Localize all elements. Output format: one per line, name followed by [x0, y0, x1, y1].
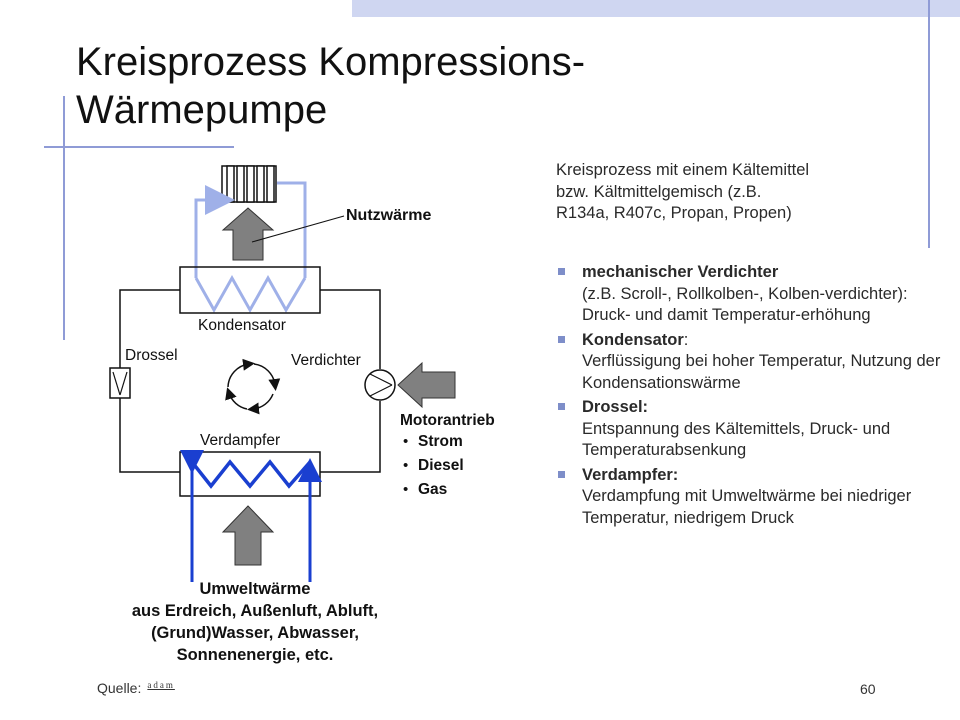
square-bullet-icon	[558, 335, 565, 343]
item-head: Drossel:	[582, 397, 951, 419]
label-motorantrieb: Motorantrieb	[400, 412, 495, 429]
slide-title: Kreisprozess Kompressions- Wärmepumpe	[76, 38, 585, 134]
list-item-kondensator: Kondensator: Verflüssigung bei hoher Tem…	[556, 330, 951, 395]
item-head-text: Verdampfer:	[582, 465, 679, 484]
item-head: Verdampfer:	[582, 465, 951, 487]
motor-item-bullet: •	[403, 433, 408, 450]
decor-line-left	[63, 96, 65, 340]
environment-loop	[180, 450, 322, 582]
item-head: mechanischer Verdichter	[582, 262, 951, 284]
source-label: Quelle:	[97, 680, 142, 696]
refrigerant-circuit	[119, 289, 381, 473]
heat-pump-cycle-diagram: Nutzwärme Kondensator Drossel Verdichter…	[109, 165, 495, 664]
motor-item-gas: Gas	[418, 481, 447, 498]
motor-item-bullet: •	[403, 481, 408, 498]
decor-line-horizontal	[44, 146, 234, 148]
source-footer: Quelle: adam	[97, 680, 175, 696]
top-decor-band	[352, 0, 960, 17]
label-drossel: Drossel	[125, 347, 178, 364]
intro-text: Kreisprozess mit einem Kältemittel bzw. …	[556, 160, 946, 225]
item-head-text: Kondensator	[582, 330, 684, 349]
page-number: 60	[860, 681, 876, 697]
item-head-text: mechanischer Verdichter	[582, 263, 779, 281]
umwelt-line-4: Sonnenenergie, etc.	[177, 646, 334, 664]
square-bullet-icon	[558, 268, 565, 275]
adam-logo: adam	[147, 680, 175, 690]
label-verdichter: Verdichter	[291, 352, 361, 369]
radiator-icon	[221, 165, 277, 203]
cycle-direction-icon	[225, 358, 281, 415]
component-list: mechanischer Verdichter (z.B. Scroll-, R…	[556, 262, 951, 532]
intro-line-2: bzw. Kältmittelgemisch (z.B.	[556, 182, 762, 201]
item-body: (z.B. Scroll-, Rollkolben-, Kolben-verdi…	[582, 284, 908, 325]
intro-line-1: Kreisprozess mit einem Kältemittel	[556, 161, 810, 179]
item-head: Kondensator:	[582, 330, 951, 352]
label-verdampfer: Verdampfer	[200, 432, 280, 449]
heat-distribution-loop	[194, 181, 307, 314]
square-bullet-icon	[558, 403, 565, 410]
motor-item-bullet: •	[403, 457, 408, 474]
item-head-suffix: :	[683, 330, 689, 349]
list-item-drossel: Drossel: Entspannung des Kältemittels, D…	[556, 397, 951, 462]
item-body: Verdampfung mit Umweltwärme bei niedrige…	[582, 487, 912, 527]
decor-line-right	[928, 0, 930, 248]
motor-item-diesel: Diesel	[418, 457, 464, 474]
compressor-icon	[364, 369, 396, 401]
square-bullet-icon	[558, 470, 565, 478]
motor-drive-arrow	[397, 361, 456, 409]
throttle-valve-icon	[109, 367, 131, 399]
item-body: Entspannung des Kältemittels, Druck- und…	[582, 419, 891, 460]
list-item-verdichter: mechanischer Verdichter (z.B. Scroll-, R…	[556, 262, 951, 327]
label-kondensator: Kondensator	[198, 317, 286, 334]
umwelt-line-3: (Grund)Wasser, Abwasser,	[151, 624, 359, 642]
item-body: Verflüssigung bei hoher Temperatur, Nutz…	[582, 352, 941, 392]
title-line-2: Wärmepumpe	[76, 88, 328, 132]
motor-item-strom: Strom	[418, 433, 463, 450]
list-item-verdampfer: Verdampfer: Verdampfung mit Umweltwärme …	[556, 465, 951, 530]
label-nutzwaerme: Nutzwärme	[346, 207, 431, 224]
umwelt-line-1: Umweltwärme	[200, 580, 311, 598]
item-head-text: Drossel:	[582, 398, 649, 416]
ambient-heat-arrow	[221, 505, 275, 566]
title-line-1: Kreisprozess Kompressions-	[76, 40, 586, 84]
useful-heat-arrow	[221, 207, 345, 261]
intro-line-3: R134a, R407c, Propan, Propen)	[556, 204, 792, 222]
evaporator-coil	[190, 459, 312, 489]
umwelt-line-2: aus Erdreich, Außenluft, Abluft,	[132, 602, 378, 620]
